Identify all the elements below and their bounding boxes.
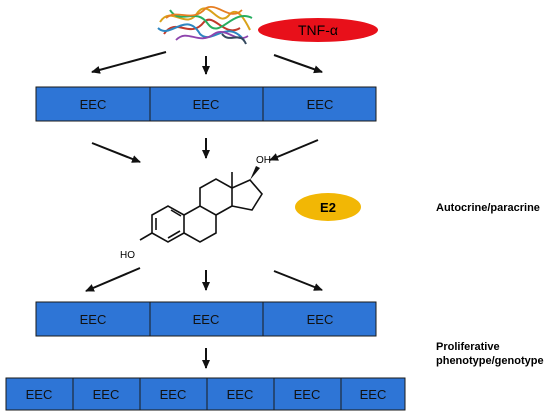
oh-label: OH [256,155,271,166]
e2-label: E2 [320,200,336,215]
eec-cell [149,301,264,337]
eec-label: EEC [307,97,334,112]
eec-label: EEC [193,97,220,112]
eec-cell [35,86,151,122]
arrow-to-molecule-left [91,142,141,163]
ho-label: HO [120,250,135,261]
eec-cell [340,377,406,411]
arrow-to-molecule-right [269,139,319,161]
tnf-protein-structure-icon [157,5,253,45]
tnf-alpha-label: TNF-α [298,22,338,38]
e2-badge: E2 [295,193,361,221]
eec-label: EEC [80,97,107,112]
eec-row-top: EEC EEC EEC [35,86,377,122]
eec-label: EEC [193,312,220,327]
tnf-alpha-badge: TNF-α [258,18,378,42]
eec-label: EEC [360,387,387,402]
eec-row-bottom: EEC EEC EEC EEC EEC EEC [5,377,406,411]
eec-label: EEC [294,387,321,402]
eec-label: EEC [26,387,53,402]
proliferative-label-line1: Proliferative [436,341,500,353]
proliferative-label-line2: phenotype/genotype [436,355,544,367]
autocrine-paracrine-label: Autocrine/paracrine [436,202,540,214]
eec-cell [273,377,342,411]
eec-cell [262,86,377,122]
arrow-tnf-right [273,54,323,74]
eec-label: EEC [307,312,334,327]
eec-cell [5,377,74,411]
eec-cell [262,301,377,337]
arrow-from-molecule-left [85,267,141,292]
eec-cell [206,377,275,411]
arrow-from-molecule-right [273,270,323,291]
eec-cell [72,377,141,411]
arrow-tnf-left [91,51,167,74]
eec-label: EEC [93,387,120,402]
eec-cell [35,301,151,337]
eec-row-middle: EEC EEC EEC [35,301,377,337]
eec-label: EEC [80,312,107,327]
estradiol-structure-icon [139,166,263,243]
eec-cell [149,86,264,122]
eec-label: EEC [227,387,254,402]
eec-label: EEC [160,387,187,402]
